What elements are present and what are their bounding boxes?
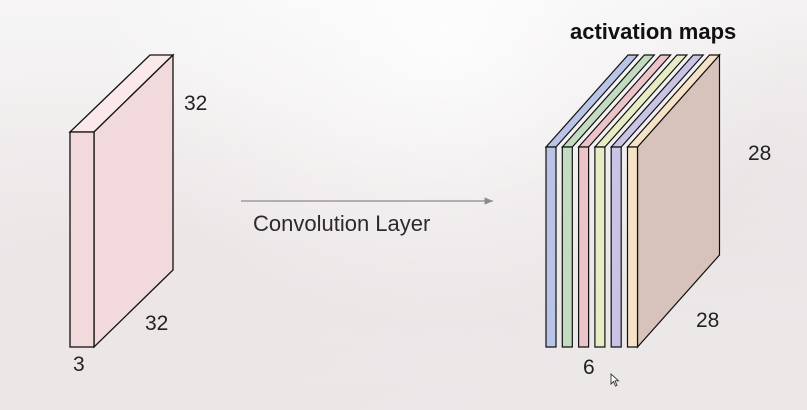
output-height-label: 28 — [748, 142, 771, 165]
operation-label: Convolution Layer — [253, 211, 430, 236]
activation-maps-stack — [544, 53, 721, 349]
activation-map-slice-3 — [577, 146, 590, 348]
activation-map-slice-2 — [561, 146, 573, 348]
input-depth-label: 3 — [73, 353, 85, 376]
activation-map-slice-5 — [610, 146, 622, 348]
output-width-label: 28 — [696, 309, 719, 332]
activation-map-slice-6 — [626, 146, 639, 348]
mouse-pointer-icon — [610, 373, 620, 387]
activation-map-slice-4 — [594, 146, 606, 348]
output-depth-label: 6 — [583, 356, 595, 379]
input-height-label: 32 — [184, 92, 207, 115]
input-volume — [68, 53, 175, 349]
input-width-label: 32 — [145, 312, 168, 335]
activation-map-slice-1 — [545, 146, 557, 348]
activation-maps-title: activation maps — [570, 19, 736, 44]
input-volume-front-face — [69, 131, 95, 348]
